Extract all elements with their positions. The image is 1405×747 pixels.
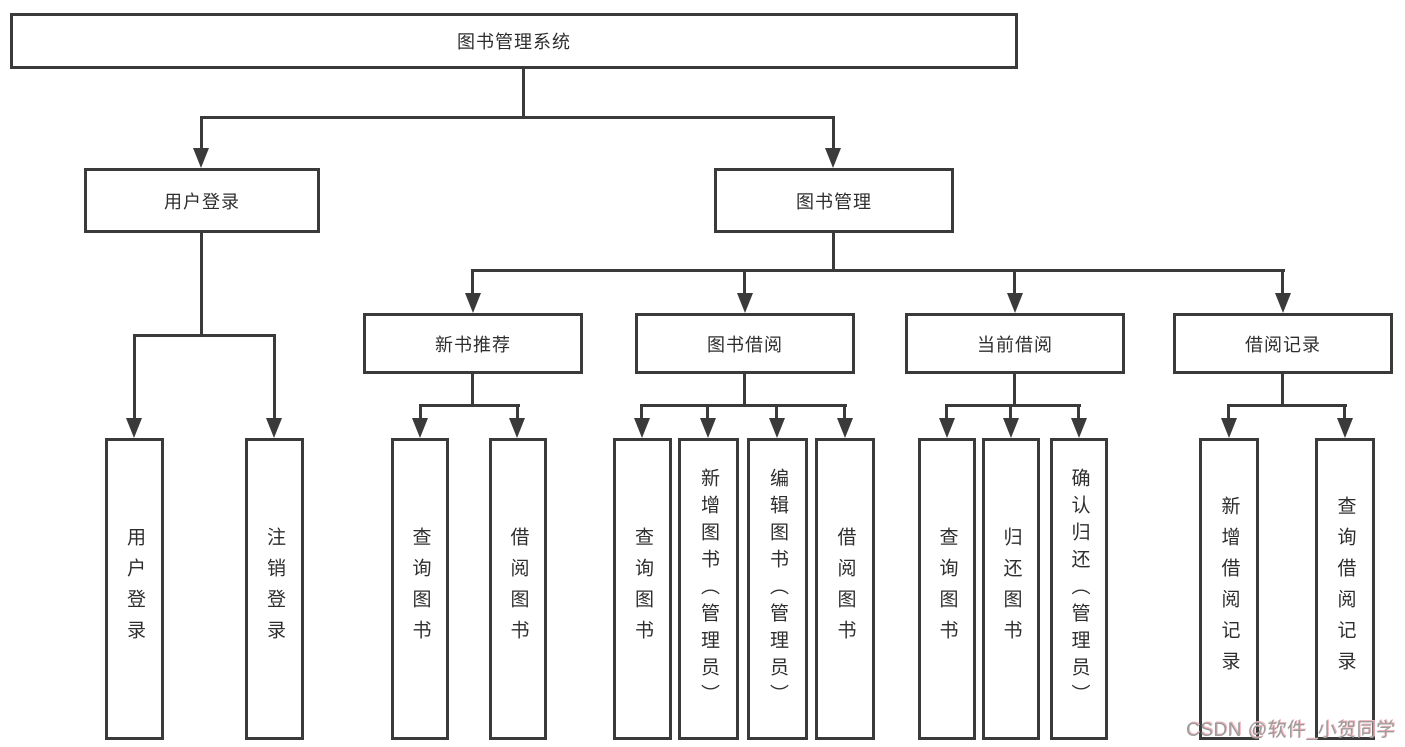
connector-leaf: [640, 404, 643, 420]
arrow-down-icon: [1337, 418, 1353, 438]
connector-new-book-recommend-stem: [471, 372, 474, 407]
connector-borrow-records-split: [1228, 404, 1347, 407]
leaf-label: 借阅图书: [507, 527, 529, 651]
node-label: 新书推荐: [435, 334, 511, 355]
connector-borrow-records-stem: [1281, 372, 1284, 407]
arrow-down-icon: [509, 418, 525, 438]
connector-current-borrowing-split: [945, 404, 1081, 407]
connector-new-book-recommend-split: [419, 404, 520, 407]
connector-leaf: [775, 404, 778, 420]
connector-book-borrowing-stem: [743, 372, 746, 407]
arrow-down-icon: [1003, 418, 1019, 438]
arrow-down-icon: [737, 293, 753, 313]
arrow-down-icon: [1275, 293, 1291, 313]
leaf-label: 查询图书: [936, 527, 958, 651]
arrow-down-icon: [193, 148, 209, 168]
connector-leaf: [1009, 404, 1012, 420]
node-user-login: 用户登录: [84, 168, 320, 233]
connector-leaf: [1227, 404, 1230, 420]
arrow-down-icon: [825, 148, 841, 168]
node-label: 用户登录: [164, 191, 240, 212]
connector-leaf: [419, 404, 422, 420]
arrow-down-icon: [1007, 293, 1023, 313]
node-current-borrowing: 当前借阅: [905, 313, 1125, 374]
node-book-borrowing: 图书借阅: [635, 313, 855, 374]
leaf-borrow-books-recommend: 借阅图书: [489, 438, 547, 740]
leaf-query-books-current: 查询图书: [918, 438, 976, 740]
leaf-logout: 注销登录: [245, 438, 304, 740]
node-label: 图书管理: [796, 191, 872, 212]
arrow-down-icon: [837, 418, 853, 438]
leaf-add-borrow-record: 新增借阅记录: [1199, 438, 1259, 740]
connector-root-stem: [522, 68, 525, 118]
leaf-query-books-recommend: 查询图书: [391, 438, 449, 740]
leaf-user-login: 用户登录: [105, 438, 164, 740]
connector-current-borrowing-stem: [1013, 372, 1016, 407]
leaf-label: 注销登录: [264, 527, 285, 651]
leaf-query-borrow-record: 查询借阅记录: [1315, 438, 1375, 740]
leaf-label: 查询图书: [632, 527, 653, 651]
leaf-label: 借阅图书: [834, 527, 856, 651]
leaf-borrow-books: 借阅图书: [815, 438, 875, 740]
leaf-label: 编辑图书（管理员）: [767, 467, 788, 711]
connector-book-borrowing-split: [641, 404, 847, 407]
leaf-label: 查询借阅记录: [1334, 496, 1356, 682]
arrow-down-icon: [634, 418, 650, 438]
leaf-label: 新增图书（管理员）: [698, 467, 719, 711]
arrow-down-icon: [939, 418, 955, 438]
arrow-down-icon: [769, 418, 785, 438]
leaf-label: 归还图书: [1000, 527, 1022, 651]
leaf-label: 确认归还（管理员）: [1068, 467, 1090, 711]
connector-leaf: [1343, 404, 1346, 420]
leaf-edit-books-admin: 编辑图书（管理员）: [747, 438, 808, 740]
csdn-watermark: CSDN @软件_小贺同学: [1186, 720, 1396, 741]
connector-to-leaf-user-login: [133, 334, 136, 420]
connector-to-book-management: [832, 116, 835, 150]
leaf-confirm-return-admin: 确认归还（管理员）: [1050, 438, 1108, 740]
connector-user-login-split: [133, 334, 276, 337]
connector-leaf: [706, 404, 709, 420]
node-book-management: 图书管理: [714, 168, 954, 233]
connector-leaf: [945, 404, 948, 420]
connector-leaf: [843, 404, 846, 420]
connector-book-management-stem: [832, 231, 835, 272]
node-library-management-system: 图书管理系统: [10, 13, 1018, 69]
leaf-query-books-borrowing: 查询图书: [613, 438, 672, 740]
arrow-down-icon: [465, 293, 481, 313]
connector-to-new-book-recommend: [471, 269, 474, 295]
connector-leaf: [516, 404, 519, 420]
connector-root-split: [200, 116, 835, 119]
connector-to-book-borrowing: [743, 269, 746, 295]
node-label: 借阅记录: [1245, 334, 1321, 355]
connector-leaf: [1077, 404, 1080, 420]
connector-book-management-split: [472, 269, 1285, 272]
node-label: 图书管理系统: [457, 32, 571, 52]
leaf-label: 查询图书: [409, 527, 431, 651]
leaf-add-books-admin: 新增图书（管理员）: [678, 438, 739, 740]
arrow-down-icon: [126, 418, 142, 438]
node-label: 当前借阅: [977, 334, 1053, 355]
connector-to-current-borrowing: [1013, 269, 1016, 295]
node-borrow-records: 借阅记录: [1173, 313, 1393, 374]
arrow-down-icon: [412, 418, 428, 438]
leaf-return-books: 归还图书: [982, 438, 1040, 740]
arrow-down-icon: [1221, 418, 1237, 438]
leaf-label: 用户登录: [124, 527, 145, 651]
connector-to-borrow-records: [1281, 269, 1284, 295]
node-label: 图书借阅: [707, 334, 783, 355]
node-new-book-recommend: 新书推荐: [363, 313, 583, 374]
connector-user-login-stem: [200, 231, 203, 337]
connector-to-user-login: [200, 116, 203, 150]
arrow-down-icon: [1071, 418, 1087, 438]
leaf-label: 新增借阅记录: [1218, 496, 1240, 682]
arrow-down-icon: [266, 418, 282, 438]
arrow-down-icon: [700, 418, 716, 438]
connector-to-leaf-logout: [273, 334, 276, 420]
